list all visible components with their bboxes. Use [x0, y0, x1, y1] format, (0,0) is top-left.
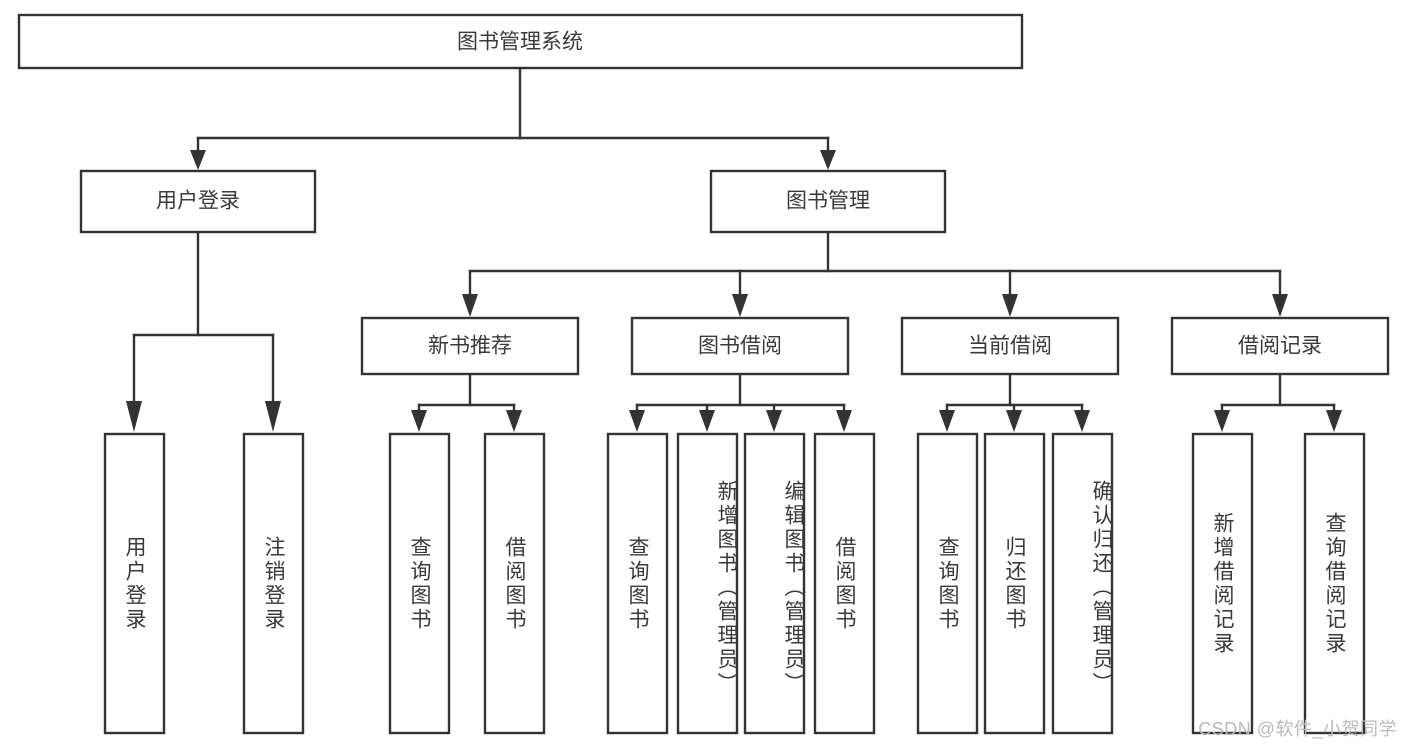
leaf-confirm-return-box[interactable]	[1051, 432, 1114, 735]
arrow-head-leaf-add-book	[699, 410, 715, 432]
node-new-book-rec-label: 新书推荐	[428, 335, 512, 358]
arrow-head-new-book-rec	[462, 294, 478, 317]
node-book-manage-label: 图书管理	[786, 190, 870, 213]
node-new-book-rec-box[interactable]	[360, 316, 580, 376]
arrow-head-book-manage	[820, 150, 836, 170]
leaf-edit-book-box[interactable]	[743, 432, 806, 735]
leaf-borrow-book-1-box[interactable]	[483, 432, 546, 735]
leaf-query-book-2-box[interactable]	[606, 432, 669, 735]
connector-layer	[126, 66, 1342, 432]
node-borrow-record-label: 借阅记录	[1238, 335, 1322, 358]
node-current-borrow-label: 当前借阅	[968, 335, 1052, 358]
node-borrow-record[interactable]: 借阅记录	[1170, 316, 1390, 376]
arrow-head-leaf-borrow-book-2	[836, 410, 852, 432]
arrow-head-leaf-query-book-2	[629, 410, 645, 432]
arrow-head-leaf-confirm-return	[1074, 410, 1090, 432]
node-root-label: 图书管理系统	[457, 31, 583, 54]
arrow-head-leaf-borrow-book-1	[506, 410, 522, 432]
arrow-head-leaf-add-record	[1214, 410, 1230, 432]
leaf-logout-box[interactable]	[242, 432, 305, 735]
leaf-return-book-box[interactable]	[983, 432, 1046, 735]
node-book-manage[interactable]: 图书管理	[709, 169, 947, 234]
leaf-borrow-book-2-box[interactable]	[813, 432, 876, 735]
leaf-query-book-1-box[interactable]	[388, 432, 451, 735]
arrow-head-leaf-user-login	[126, 401, 142, 432]
node-new-book-rec[interactable]: 新书推荐	[360, 316, 580, 376]
leaf-user-login-box[interactable]	[103, 432, 166, 735]
node-book-borrow[interactable]: 图书借阅	[630, 316, 850, 376]
leaf-query-book-3-box[interactable]	[916, 432, 979, 735]
arrow-head-leaf-edit-book	[766, 410, 782, 432]
node-root-box[interactable]	[17, 13, 1024, 70]
node-current-borrow[interactable]: 当前借阅	[900, 316, 1120, 376]
node-user-login[interactable]: 用户登录	[79, 169, 317, 234]
arrow-head-book-borrow	[732, 294, 748, 317]
node-user-login-label: 用户登录	[156, 190, 240, 213]
node-borrow-record-box[interactable]	[1170, 316, 1390, 376]
arrow-head-leaf-query-book-3	[939, 410, 955, 432]
node-book-borrow-label: 图书借阅	[698, 335, 782, 358]
arrow-head-user-login	[190, 150, 206, 170]
node-root[interactable]: 图书管理系统	[17, 13, 1024, 70]
node-book-borrow-box[interactable]	[630, 316, 850, 376]
arrow-head-current-borrow	[1002, 294, 1018, 317]
leaf-add-record-box[interactable]	[1191, 432, 1254, 735]
arrow-head-leaf-return-book	[1006, 410, 1022, 432]
arrow-head-leaf-query-book-1	[411, 410, 427, 432]
csdn-watermark: CSDN @软件_小贺同学	[1198, 719, 1397, 739]
node-user-login-box[interactable]	[79, 169, 317, 234]
arrow-head-leaf-logout	[265, 401, 281, 432]
arrow-head-borrow-record	[1272, 294, 1288, 317]
arrow-head-leaf-query-record	[1326, 410, 1342, 432]
leaf-add-book-box[interactable]	[676, 432, 739, 735]
leaf-query-record-box[interactable]	[1303, 432, 1366, 735]
node-current-borrow-box[interactable]	[900, 316, 1120, 376]
node-book-manage-box[interactable]	[709, 169, 947, 234]
leaf-box-layer	[103, 432, 1366, 735]
